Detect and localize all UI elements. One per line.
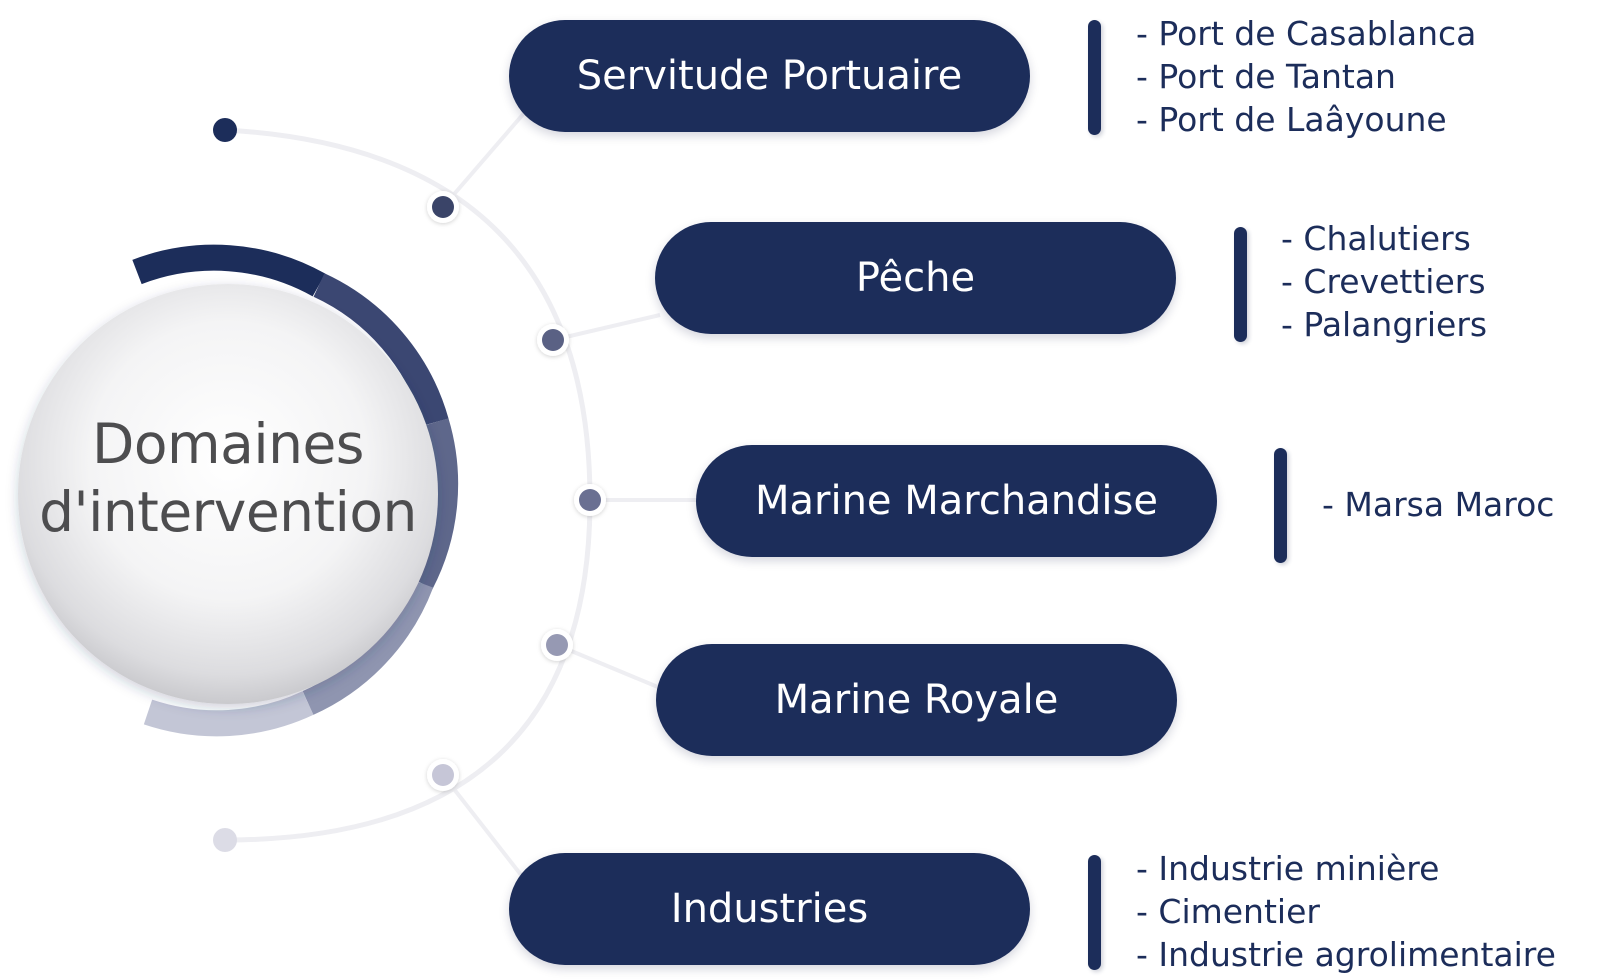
connector-marine-royale <box>556 643 666 692</box>
ring-segment-5 <box>143 691 314 737</box>
pill-servitude-portuaire: Servitude Portuaire <box>509 20 1030 132</box>
sub-list-peche: - Chalutiers - Crevettiers - Palangriers <box>1281 217 1487 346</box>
ring-segment-4 <box>302 578 434 715</box>
list-item: - Chalutiers <box>1281 219 1471 258</box>
list-item: - Port de Laâyoune <box>1136 100 1447 139</box>
sub-list-servitude: - Port de Casablanca - Port de Tantan - … <box>1136 12 1476 141</box>
node-dot-5-inner <box>432 764 454 786</box>
sub-list-marine-marchandise: - Marsa Maroc <box>1322 483 1554 526</box>
center-title-line2: d'intervention <box>39 480 417 544</box>
node-dot-1-inner <box>432 196 454 218</box>
ring-segment-3 <box>409 418 459 589</box>
end-dot-top <box>213 118 237 142</box>
center-title-line1: Domaines <box>92 412 364 476</box>
center-sphere <box>18 284 438 704</box>
node-dot-4-inner <box>546 634 568 656</box>
list-item: - Port de Tantan <box>1136 57 1396 96</box>
pill-industries: Industries <box>509 853 1030 965</box>
ring-segment-1 <box>132 244 326 297</box>
list-item: - Industrie agrolimentaire <box>1136 935 1556 974</box>
sub-bar-servitude <box>1088 20 1101 135</box>
sub-bar-peche <box>1234 227 1247 342</box>
ring-segment-2 <box>313 273 449 426</box>
node-dot-3-inner <box>579 489 601 511</box>
connector-industries <box>441 773 527 882</box>
list-item: - Port de Casablanca <box>1136 14 1477 53</box>
connector-servitude <box>441 110 527 209</box>
end-dot-bottom <box>213 828 237 852</box>
list-item: - Marsa Maroc <box>1322 485 1555 524</box>
node-dot-2-inner <box>542 329 564 351</box>
pill-peche: Pêche <box>655 222 1176 334</box>
list-item: - Cimentier <box>1136 892 1320 931</box>
list-item: - Palangriers <box>1281 305 1488 344</box>
sub-bar-marine-marchandise <box>1274 448 1287 563</box>
pill-marine-royale: Marine Royale <box>656 644 1177 756</box>
list-item: - Industrie minière <box>1136 849 1440 888</box>
connector-peche <box>552 313 661 342</box>
list-item: - Crevettiers <box>1281 262 1486 301</box>
sub-bar-industries <box>1088 855 1101 970</box>
pill-marine-marchandise: Marine Marchandise <box>696 445 1217 557</box>
sub-list-industries: - Industrie minière - Cimentier - Indust… <box>1136 847 1556 976</box>
center-title: Domaines d'intervention <box>28 410 428 546</box>
